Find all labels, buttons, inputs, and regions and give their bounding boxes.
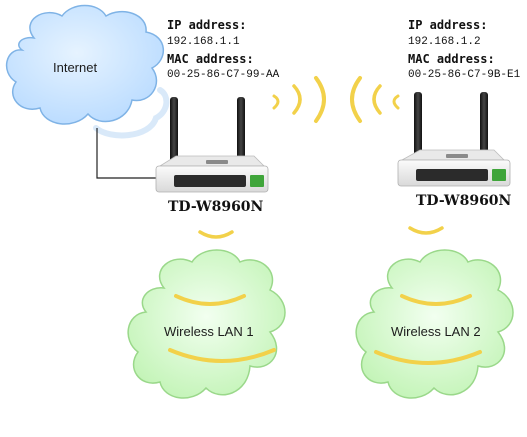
wlan-left-cloud [127,249,286,399]
right-router-antenna-left [414,92,422,162]
right-router-device [397,92,511,187]
wlan-left-cloud-shape [127,249,286,399]
right-router-antenna-right [480,92,488,162]
right-router-green-port [492,169,506,181]
right-router-model: TD-W8960N [416,193,512,209]
left-mac-heading: MAC address: [167,52,254,66]
left-router-antenna-right [237,97,245,169]
left-router-model: TD-W8960N [168,199,264,215]
left-router-logo [206,160,228,164]
right-router-led-panel [416,169,488,181]
internet-label: Internet [53,60,98,75]
wireless-link-waves [272,76,400,123]
right-mac-value: 00-25-86-C7-9B-E1 [408,69,521,81]
wlan-right-top-wave [400,294,472,306]
right-mac-heading: MAC address: [408,52,495,66]
wlan-right-cloud [355,249,514,399]
left-router-antenna-left [170,97,178,169]
internet-cloud-shape [5,4,165,125]
left-router-green-port [250,175,264,187]
left-ip-heading: IP address: [167,18,247,32]
internet-cable [96,128,156,179]
wlan-left-bottom-wave [168,348,276,363]
right-ip-value: 192.168.1.2 [408,36,481,48]
wlan-left-top-wave [174,294,246,306]
wlan-right-label: Wireless LAN 2 [391,324,481,339]
left-router-device [155,97,269,193]
wlan-right-bottom-wave [374,350,482,365]
right-ip-heading: IP address: [408,18,488,32]
left-mac-value: 00-25-86-C7-99-AA [167,69,280,81]
left-ip-value: 192.168.1.1 [167,36,240,48]
right-router-logo [446,154,468,158]
internet-cloud [5,4,170,139]
wlan-left-label: Wireless LAN 1 [164,324,254,339]
internet-cloud-shadow [93,87,170,139]
wlan-right-cloud-shape [355,249,514,399]
router-down-waves [198,226,444,239]
left-router-led-panel [174,175,246,187]
